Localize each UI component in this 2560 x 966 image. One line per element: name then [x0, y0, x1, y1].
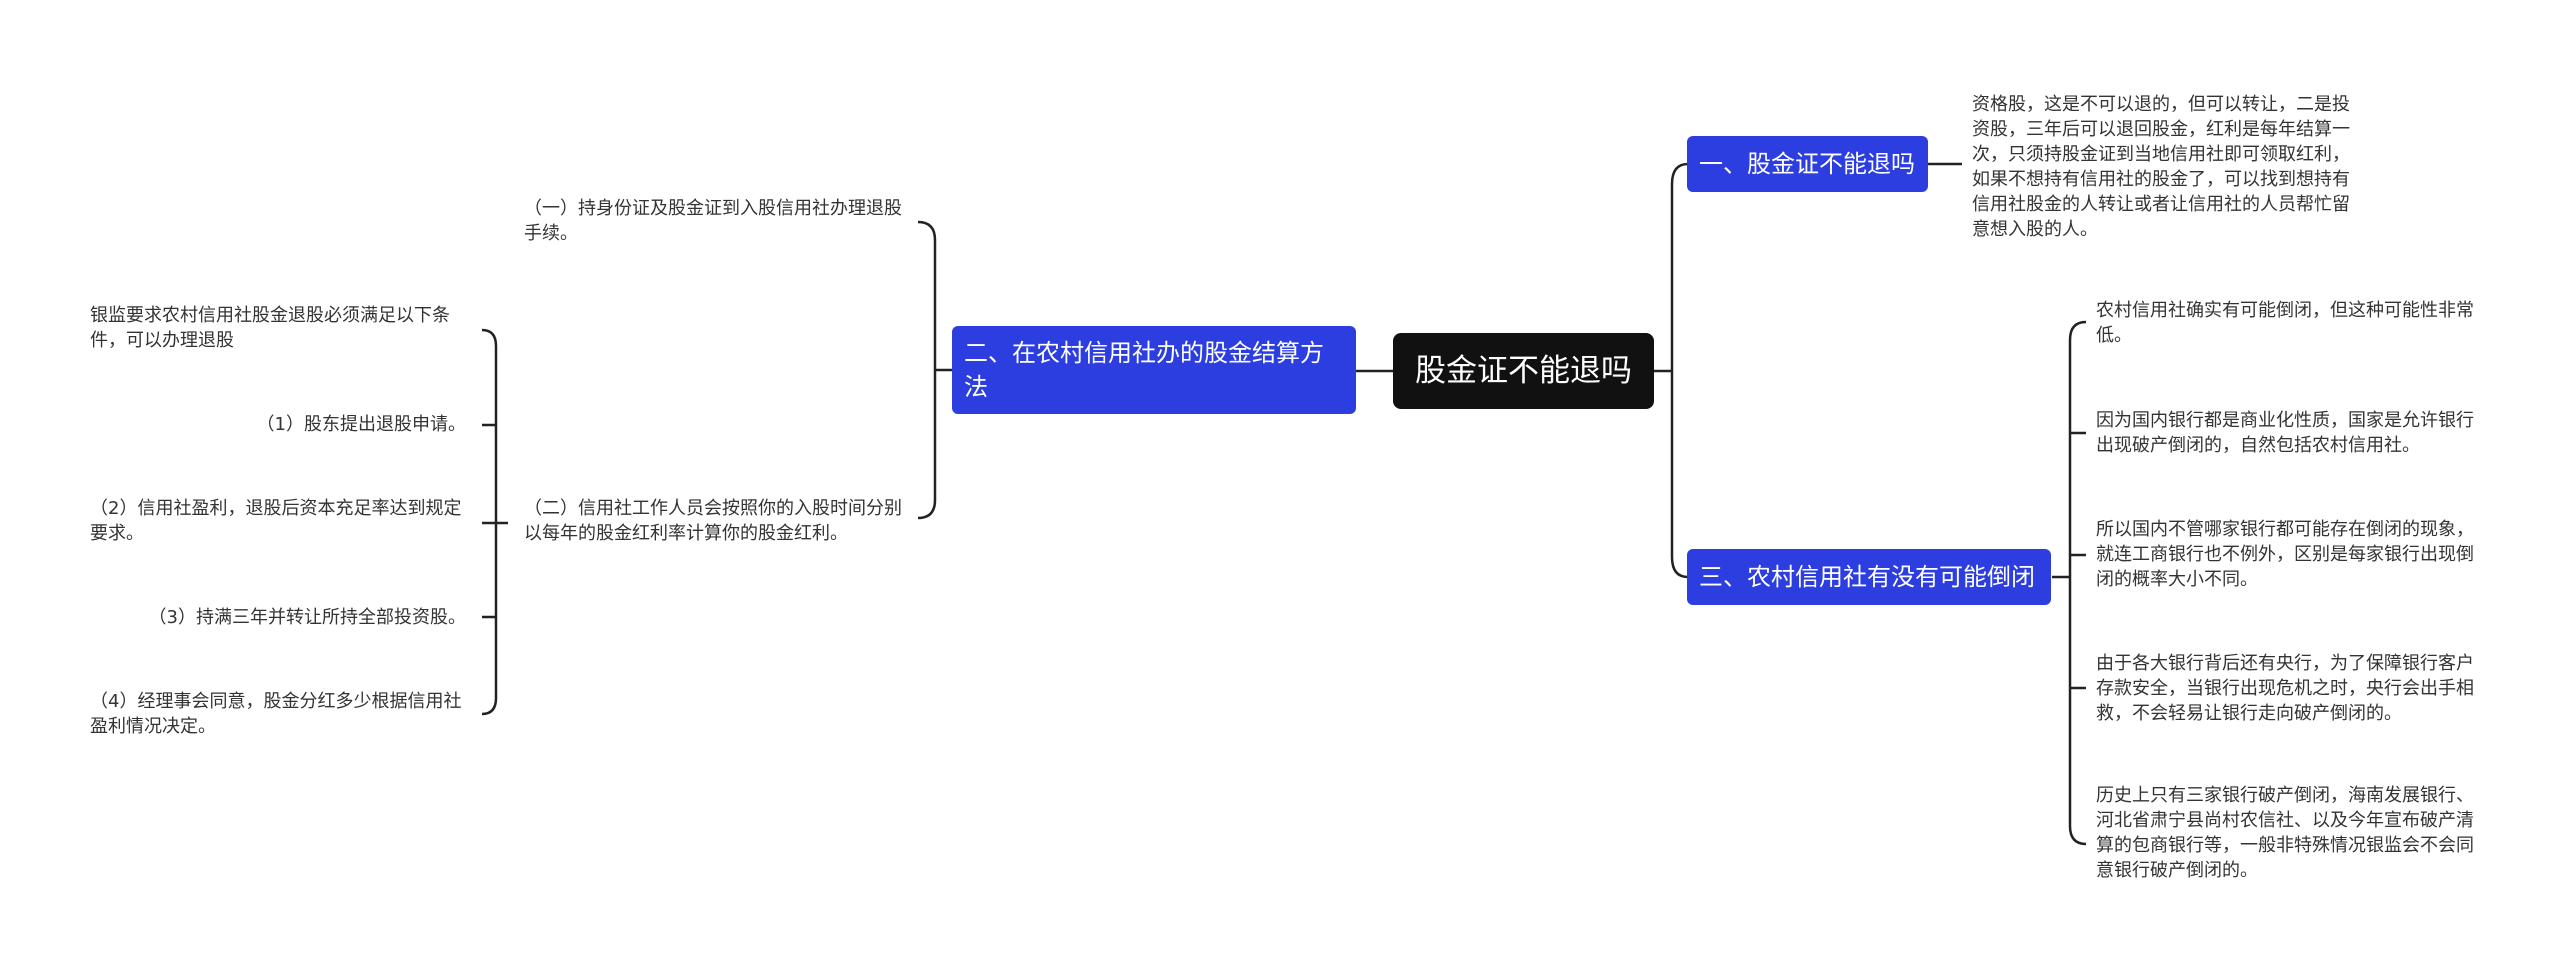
- connector-right-spine: [1670, 162, 1689, 579]
- leaf-b3-1: 农村信用社确实有可能倒闭，但这种可能性非常低。: [2096, 300, 2474, 346]
- leaf-b3-3: 所以国内不管哪家银行都可能存在倒闭的现象，就连工商银行也不例外，区别是每家银行出…: [2096, 519, 2474, 590]
- subleaf-b2-2: （1）股东提出退股申请。: [256, 414, 466, 435]
- connector-sub-spine: [481, 328, 508, 716]
- leaf-b3-2: 因为国内银行都是商业化性质，国家是允许银行出现破产倒闭的，自然包括农村信用社。: [2096, 410, 2474, 456]
- leaf-b2-2: （二）信用社工作人员会按照你的入股时间分别以每年的股金红利率计算你的股金红利。: [524, 498, 902, 544]
- leaf-b3-5: 历史上只有三家银行破产倒闭，海南发展银行、河北省肃宁县尚村农信社、以及今年宣布破…: [2096, 785, 2474, 881]
- branch-node-1[interactable]: 一、股金证不能退吗: [1687, 136, 1928, 192]
- subleaf-b2-3: （2）信用社盈利，退股后资本充足率达到规定要求。: [90, 498, 462, 544]
- root-node[interactable]: 股金证不能退吗: [1393, 333, 1654, 409]
- leaf-b3-4: 由于各大银行背后还有央行，为了保障银行客户存款安全，当银行出现危机之时，央行会出…: [2096, 653, 2474, 724]
- leaf-b2-1: （一）持身份证及股金证到入股信用社办理退股手续。: [524, 198, 902, 244]
- subleaf-b2-4: （3）持满三年并转让所持全部投资股。: [148, 607, 466, 628]
- branch-node-3[interactable]: 三、农村信用社有没有可能倒闭: [1687, 549, 2051, 605]
- branch-node-2[interactable]: 二、在农村信用社办的股金结算方法: [952, 326, 1356, 414]
- subleaf-b2-5: （4）经理事会同意，股金分红多少根据信用社盈利情况决定。: [90, 691, 462, 737]
- connector-b3-spine: [2052, 320, 2087, 846]
- leaf-b1-1: 资格股，这是不可以退的，但可以转让，二是投资股，三年后可以退回股金，红利是每年结…: [1972, 94, 2350, 240]
- connector-b2-spine: [917, 220, 952, 520]
- subleaf-b2-1: 银监要求农村信用社股金退股必须满足以下条件，可以办理退股: [90, 305, 450, 351]
